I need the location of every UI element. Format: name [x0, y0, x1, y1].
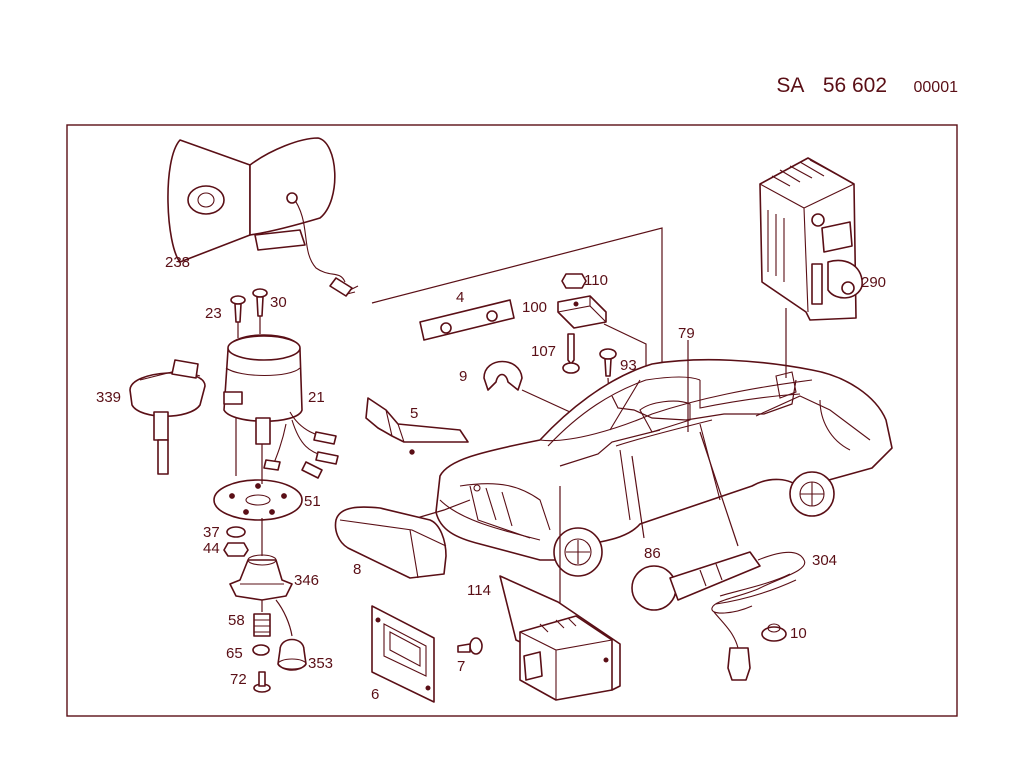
callout-7: 7 — [457, 658, 465, 675]
part-339-rotor[interactable] — [129, 359, 206, 475]
callout-107: 107 — [531, 343, 556, 360]
part-72-screw[interactable] — [253, 671, 271, 693]
part-65-washer[interactable] — [252, 644, 270, 656]
part-44-nut[interactable] — [223, 542, 249, 557]
part-93-screw[interactable] — [599, 348, 617, 377]
part-114-amplifier[interactable] — [499, 575, 621, 701]
part-9-clip[interactable] — [483, 360, 523, 391]
callout-79: 79 — [678, 325, 695, 342]
callout-labels: 238 23 30 339 21 51 37 44 346 58 65 353 … — [96, 254, 886, 703]
part-30-screw[interactable] — [252, 288, 268, 317]
part-7-screw[interactable] — [457, 637, 483, 655]
callout-238: 238 — [165, 254, 190, 271]
part-37-washer[interactable] — [226, 526, 246, 538]
part-100-bracket[interactable] — [557, 295, 607, 329]
callout-10: 10 — [790, 625, 807, 642]
part-58-spring[interactable] — [253, 613, 271, 637]
callout-110: 110 — [584, 272, 608, 289]
callout-86: 86 — [644, 545, 661, 562]
drawing-prefix: SA — [776, 74, 805, 97]
part-10-grommet[interactable] — [761, 623, 787, 642]
callout-51: 51 — [304, 493, 321, 510]
part-353-cap[interactable] — [277, 638, 307, 671]
callout-5: 5 — [410, 405, 418, 422]
part-5-bracket[interactable] — [365, 397, 469, 455]
part-290-control-unit[interactable] — [759, 157, 863, 321]
callout-346: 346 — [294, 572, 319, 589]
callout-4: 4 — [456, 289, 464, 306]
part-8-cover[interactable] — [334, 506, 447, 579]
part-51-plate[interactable] — [213, 479, 303, 521]
callout-8: 8 — [353, 561, 361, 578]
callout-304: 304 — [812, 552, 837, 569]
callout-100: 100 — [522, 299, 547, 316]
callout-353: 353 — [308, 655, 333, 672]
callout-290: 290 — [861, 274, 886, 291]
callout-37: 37 — [203, 524, 220, 541]
part-6-plate[interactable] — [371, 605, 435, 703]
part-23-screw[interactable] — [230, 295, 246, 323]
callout-23: 23 — [205, 305, 222, 322]
part-21-siren-housing[interactable] — [223, 334, 339, 479]
part-238-loudspeaker[interactable] — [167, 137, 359, 297]
callout-339: 339 — [96, 389, 121, 406]
drawing-header: SA 56 602 00001 — [0, 74, 958, 104]
callout-44: 44 — [203, 540, 220, 557]
vehicle-body — [435, 358, 893, 577]
callout-93: 93 — [620, 357, 637, 374]
callout-9: 9 — [459, 368, 467, 385]
part-4-bracket[interactable] — [419, 299, 515, 341]
part-107-screw[interactable] — [562, 333, 580, 374]
drawing-group-number: 56 602 — [822, 74, 888, 97]
callout-65: 65 — [226, 645, 243, 662]
callout-114: 114 — [467, 582, 491, 599]
callout-58: 58 — [228, 612, 245, 629]
callout-30: 30 — [270, 294, 287, 311]
callout-6: 6 — [371, 686, 379, 703]
part-346-knob[interactable] — [229, 554, 293, 601]
callout-72: 72 — [230, 671, 247, 688]
diagram-frame — [66, 124, 958, 717]
part-110-nut[interactable] — [561, 273, 587, 289]
drawing-sheet-number: 00001 — [913, 79, 959, 96]
part-304-microphone[interactable] — [631, 551, 806, 681]
callout-21: 21 — [308, 389, 325, 406]
